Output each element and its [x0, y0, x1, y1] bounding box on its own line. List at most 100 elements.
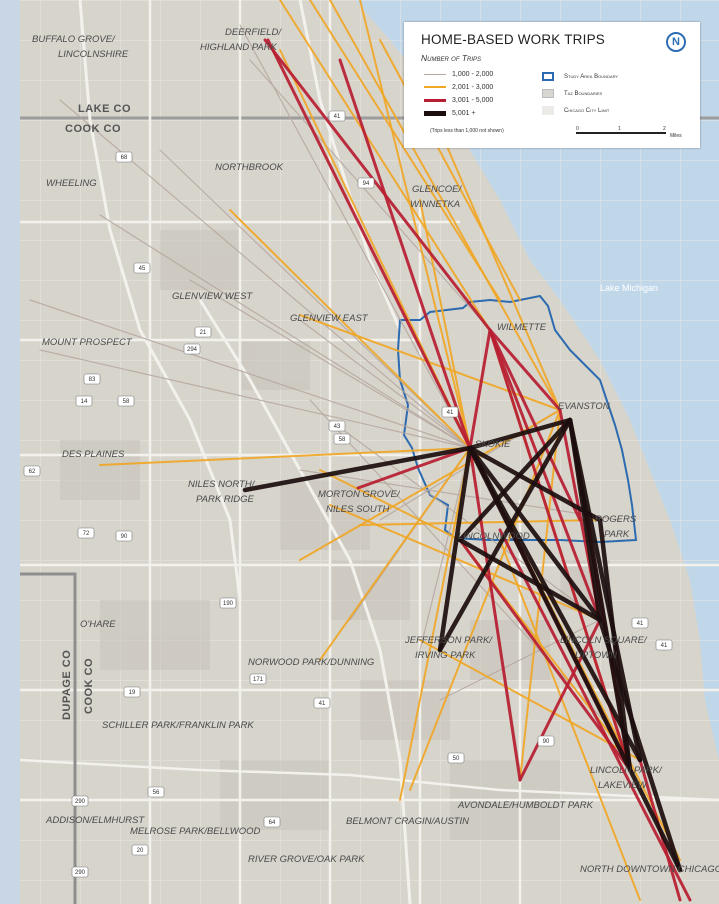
label-lakeview: LAKEVIEW — [598, 780, 648, 791]
label-glenview-east: GLENVIEW EAST — [290, 313, 369, 324]
trip-line — [242, 445, 473, 493]
trip-line — [597, 617, 683, 873]
svg-text:90: 90 — [121, 534, 128, 540]
trip-line — [29, 299, 471, 449]
svg-text:21: 21 — [200, 330, 207, 336]
trip-line — [279, 0, 491, 331]
trip-line — [468, 328, 492, 450]
svg-text:41: 41 — [447, 410, 454, 416]
trip-line — [567, 417, 643, 763]
label-mount-prospect: MOUNT PROSPECT — [42, 337, 133, 348]
highway-shield-icon: 41 — [328, 110, 346, 122]
label-norwood-park: NORWOOD PARK/DUNNING — [248, 657, 374, 668]
svg-text:58: 58 — [123, 399, 130, 405]
label-park-ridge: PARK RIDGE — [196, 494, 255, 505]
svg-text:19: 19 — [129, 690, 136, 696]
svg-text:83: 83 — [89, 377, 96, 383]
label-cook-co-vertical: COOK CO — [83, 658, 95, 714]
trip-line — [468, 446, 522, 782]
highway-shield-icon: 19 — [123, 686, 141, 698]
trip-line — [249, 59, 491, 331]
label-lincoln-park: LINCOLN PARK/ — [590, 765, 663, 776]
trip-line — [239, 24, 471, 449]
label-evanston: EVANSTON — [558, 401, 610, 412]
svg-text:41: 41 — [319, 701, 326, 707]
trip-line — [419, 199, 471, 449]
svg-text:294: 294 — [187, 347, 198, 353]
trip-line — [299, 314, 561, 411]
svg-text:45: 45 — [139, 266, 146, 272]
trip-line — [519, 409, 561, 781]
trip-line — [458, 538, 632, 772]
label-lincoln-square: LINCOLN SQUARE/ — [560, 635, 648, 646]
label-skokie: SKOKIE — [475, 439, 511, 450]
trip-line — [189, 279, 471, 449]
highway-shield-icon: 14 — [75, 395, 93, 407]
svg-text:94: 94 — [363, 181, 370, 187]
trip-line — [359, 0, 471, 449]
trip-line — [467, 445, 683, 873]
legend-class-3: 3,001 - 5,000 — [424, 97, 493, 104]
svg-text:290: 290 — [75, 799, 86, 805]
svg-text:190: 190 — [223, 601, 234, 607]
label-glenview-west: GLENVIEW WEST — [172, 291, 253, 302]
label-wilmette: WILMETTE — [497, 322, 547, 333]
label-belmont-cragin: BELMONT CRAGIN/AUSTIN — [346, 816, 469, 827]
label-wheeling: WHEELING — [46, 178, 97, 189]
highway-shield-icon: 41 — [631, 617, 649, 629]
highway-shield-icon: 62 — [23, 465, 41, 477]
trip-line — [437, 417, 573, 653]
trip-line — [467, 445, 603, 623]
svg-text:20: 20 — [137, 848, 144, 854]
highway-shield-icon: 294 — [183, 343, 201, 355]
label-niles-south: NILES SOUTH — [326, 504, 389, 515]
trip-line — [457, 537, 603, 623]
trip-line — [399, 447, 471, 801]
label-highland-park: HIGHLAND PARK — [200, 42, 278, 53]
trip-line — [299, 319, 471, 449]
svg-text:41: 41 — [637, 621, 644, 627]
legend-subtitle: Number of Trips — [421, 53, 482, 63]
svg-text:72: 72 — [83, 531, 90, 537]
label-lincolnwood: LINCOLNWOOD — [458, 531, 530, 542]
trip-line — [99, 447, 471, 466]
trip-line — [499, 539, 641, 901]
svg-text:90: 90 — [543, 739, 550, 745]
trip-line — [419, 639, 641, 761]
svg-text:41: 41 — [334, 114, 341, 120]
label-des-plaines: DES PLAINES — [62, 449, 125, 460]
trip-line — [329, 0, 561, 411]
highway-shield-icon: 68 — [115, 151, 133, 163]
highway-shield-icon: 72 — [77, 527, 95, 539]
highway-shield-icon: 43 — [328, 420, 346, 432]
legend-study-area: Study Area Boundary — [542, 72, 618, 81]
label-lake-michigan: Lake Michigan — [600, 283, 658, 293]
label-niles-north: NILES NORTH/ — [188, 479, 256, 490]
legend-city-limit: Chicago City Limit — [542, 106, 609, 115]
highway-shield-icon: 58 — [333, 433, 351, 445]
label-schiller-park: SCHILLER PARK/FRANKLIN PARK — [102, 720, 254, 731]
label-lake-co: LAKE CO — [78, 103, 131, 115]
trip-line — [488, 328, 602, 622]
trip-line — [488, 328, 582, 522]
highway-shield-icon: 56 — [147, 786, 165, 798]
trip-line — [419, 447, 471, 651]
svg-text:14: 14 — [81, 399, 88, 405]
label-glencoe: GLENCOE/ — [412, 184, 462, 195]
trip-line — [518, 618, 602, 782]
trip-line — [356, 446, 472, 490]
trip-line — [263, 38, 492, 332]
legend-class-4: 5,001 + — [424, 110, 476, 117]
legend-class-1: 1,000 - 2,000 — [424, 71, 493, 78]
svg-text:62: 62 — [29, 469, 36, 475]
svg-text:171: 171 — [253, 677, 264, 683]
north-arrow-icon: N — [666, 32, 686, 52]
label-avondale: AVONDALE/HUMBOLDT PARK — [457, 800, 594, 811]
label-cook-co: COOK CO — [65, 123, 121, 135]
label-uptown: UPTOWN — [575, 650, 617, 661]
highway-shield-icon: 290 — [71, 866, 89, 878]
trip-line — [266, 38, 472, 450]
dupage-county-line — [20, 572, 77, 904]
